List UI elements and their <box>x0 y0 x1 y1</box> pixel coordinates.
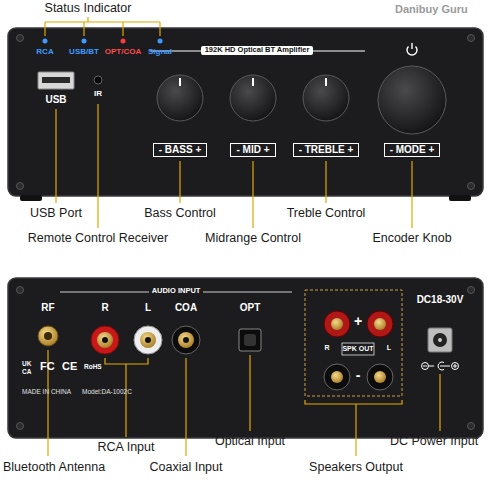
led <box>43 39 48 44</box>
foot <box>449 195 471 201</box>
panel-marking: R <box>101 302 108 314</box>
callout-label: Treble Control <box>287 206 366 220</box>
callout-label: Remote Control Receiver <box>28 231 168 245</box>
spk-out-box <box>342 343 374 355</box>
callout-label: Status Indicator <box>45 1 132 15</box>
rca-jack <box>91 326 119 354</box>
indicator-label: OPT/COA <box>105 47 141 56</box>
rca-jack <box>140 332 156 348</box>
coax-jack <box>183 337 189 343</box>
coax-jack <box>178 332 194 348</box>
rca-jack <box>134 326 162 354</box>
screws <box>17 287 475 430</box>
callout-label: USB Port <box>30 206 82 220</box>
control-scale: - MODE + <box>384 143 441 157</box>
usb-port <box>42 77 70 83</box>
speaker-frame <box>305 290 402 396</box>
back-panel <box>8 278 483 438</box>
callout-label: Bluetooth Antenna <box>3 460 105 474</box>
callout-label: RCA Input <box>98 440 155 454</box>
polarity-sign: - <box>356 367 361 383</box>
leader-lines <box>48 350 440 456</box>
certification-mark: RoHS <box>84 363 102 370</box>
panel-marking: USB <box>45 94 66 106</box>
rca-jack <box>102 337 108 343</box>
panel-marking: R <box>324 344 329 352</box>
led <box>82 39 87 44</box>
polarity-symbol <box>422 362 459 370</box>
led <box>121 39 126 44</box>
optical-port <box>244 334 256 346</box>
screws <box>17 35 475 190</box>
model-banner: 192K HD Optical BT Amplifier <box>201 46 314 55</box>
panel-marking: DC18-30V <box>417 294 464 306</box>
panel-marking: COA <box>175 302 197 314</box>
foot <box>20 195 42 201</box>
panel-marking: RF <box>41 302 54 314</box>
panel-marking: AUDIO INPUT <box>149 287 204 296</box>
panel-marking: IR <box>94 89 102 98</box>
knobs <box>157 66 446 134</box>
watermark: Danibuy Guru <box>395 3 468 16</box>
power-icon <box>407 43 417 55</box>
indicator-label: USB/BT <box>69 47 99 56</box>
control-scale: - MID + <box>230 143 275 157</box>
certification-mark: CA <box>22 368 31 375</box>
callout-label: Coaxial Input <box>150 460 223 474</box>
led <box>158 39 163 44</box>
antenna-connector <box>38 326 58 346</box>
polarity-sign: + <box>354 313 362 329</box>
dc-jack <box>438 338 442 342</box>
control-scale: - TREBLE + <box>293 143 360 157</box>
callout-label: Bass Control <box>144 206 216 220</box>
certification-mark: FC <box>40 360 55 373</box>
panel-marking: OPT <box>240 302 261 314</box>
certification-mark: CE <box>62 360 77 373</box>
panel-fine-print: Model:DA-1002C <box>82 388 132 395</box>
speaker-terminals <box>324 311 393 390</box>
optical-port <box>239 329 261 351</box>
control-scale: - BASS + <box>153 143 208 157</box>
antenna-connector <box>44 332 52 340</box>
status-bracket <box>45 17 160 36</box>
panel-marking: SPK OUT <box>342 345 373 353</box>
panel-fine-print: MADE IN CHINA <box>22 388 71 395</box>
callout-label: Optical Input <box>215 434 285 448</box>
panel-marking: L <box>145 302 151 314</box>
leader-lines <box>56 104 412 228</box>
indicator-label: RCA <box>36 47 53 56</box>
indicator-label: Signal <box>148 47 172 56</box>
panel-marking: L <box>387 344 391 352</box>
dc-jack <box>433 333 447 347</box>
callout-label: Encoder Knob <box>372 231 451 245</box>
coax-jack <box>172 326 200 354</box>
rca-jack <box>145 337 151 343</box>
certification-mark: UK <box>22 360 31 367</box>
dc-jack <box>428 328 452 352</box>
rca-jack <box>97 332 113 348</box>
callout-label: Midrange Control <box>205 231 301 245</box>
callout-label: Speakers Output <box>309 460 403 474</box>
callout-label: DC Power Input <box>390 434 478 448</box>
ir-receiver <box>94 76 102 84</box>
usb-port <box>38 72 74 89</box>
